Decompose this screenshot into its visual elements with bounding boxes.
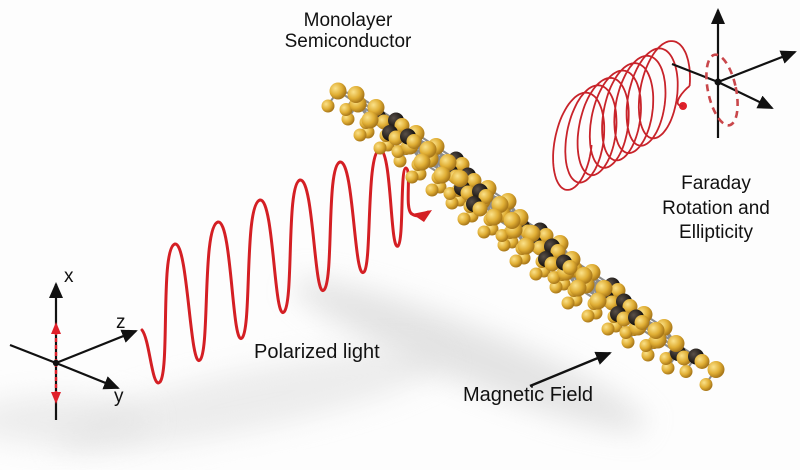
polarization-up-arrow-icon [51, 322, 61, 334]
monolayer-semiconductor-label: Monolayer Semiconductor [248, 10, 448, 53]
polarized-light-label: Polarized light [254, 341, 380, 363]
axis-label-z: z [116, 312, 126, 333]
magnetic-field-arrow-icon [529, 351, 612, 388]
axis-label-y: y [114, 386, 124, 407]
monolayer-label-line1: Monolayer [303, 10, 393, 31]
input-axes [9, 282, 138, 420]
background-shadow [0, 279, 647, 451]
helical-wave [552, 40, 691, 191]
output-axes [671, 8, 797, 138]
monolayer-label-line2: Semiconductor [284, 31, 412, 53]
faraday-label-line3: Ellipticity [679, 222, 753, 244]
faraday-label-line1: Faraday [681, 173, 751, 194]
polarized-wave [140, 148, 430, 385]
faraday-rotation-label: Faraday Rotation and Ellipticity [636, 172, 796, 246]
axis-label-x: x [64, 266, 74, 287]
magnetic-field-label: Magnetic Field [463, 384, 594, 406]
polarization-ellipse [705, 53, 739, 127]
faraday-label-line2: Rotation and [662, 197, 770, 219]
polarization-down-arrow-icon [51, 392, 61, 404]
monolayer-lattice [321, 82, 725, 391]
